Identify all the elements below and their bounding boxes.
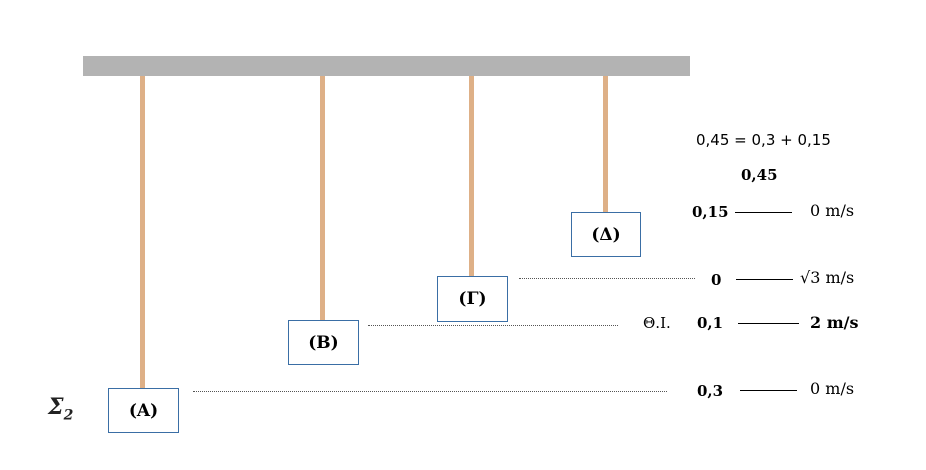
spring-b bbox=[320, 76, 325, 320]
spring-a bbox=[140, 76, 145, 388]
block-a: (A) bbox=[108, 388, 179, 433]
level-3-connector bbox=[738, 323, 799, 324]
system-label: Σ2 bbox=[48, 394, 74, 424]
position-level-1: 0,15 bbox=[692, 203, 729, 221]
equilibrium-label: Θ.Ι. bbox=[643, 314, 671, 332]
speed-level-1: 0 m/s bbox=[810, 201, 855, 220]
level-4-connector bbox=[740, 390, 797, 391]
dotted-line-level-0 bbox=[519, 278, 695, 279]
block-b: (B) bbox=[288, 320, 359, 365]
position-level-2: 0 bbox=[711, 271, 722, 289]
block-d: (Δ) bbox=[571, 212, 641, 257]
position-level-4: 0,3 bbox=[697, 382, 724, 400]
spring-d bbox=[603, 76, 608, 212]
energy-equation: 0,45 = 0,3 + 0,15 bbox=[696, 131, 831, 149]
level-1-connector bbox=[735, 212, 792, 213]
amplitude-value: 0,45 bbox=[741, 166, 778, 184]
spring-g bbox=[469, 76, 474, 276]
position-level-3: 0,1 bbox=[697, 314, 724, 332]
level-2-connector bbox=[736, 279, 793, 280]
dotted-line-equilibrium bbox=[368, 325, 618, 326]
speed-level-3: 2 m/s bbox=[810, 313, 859, 332]
ceiling-support bbox=[83, 56, 690, 76]
speed-level-2: √3 m/s bbox=[800, 268, 855, 287]
dotted-line-lowest bbox=[193, 391, 667, 392]
speed-level-4: 0 m/s bbox=[810, 379, 855, 398]
block-g: (Γ) bbox=[437, 276, 508, 322]
